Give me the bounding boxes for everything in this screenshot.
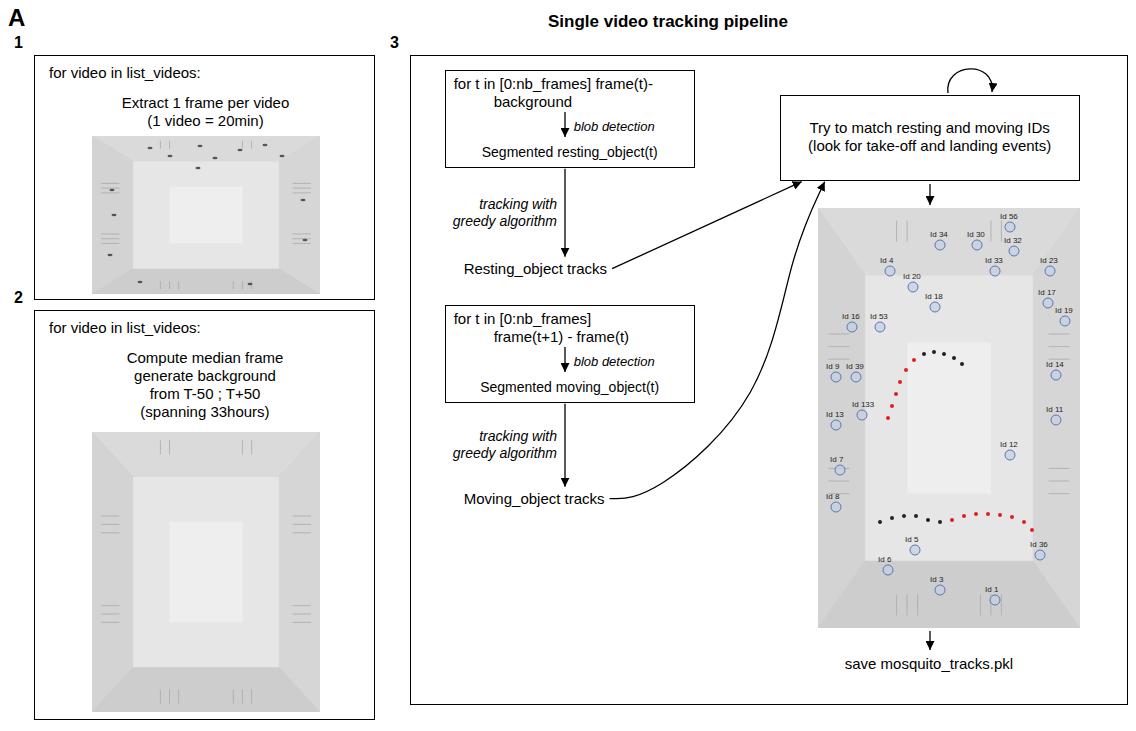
id-label: Id 30 xyxy=(967,230,985,240)
diagram-title: Single video tracking pipeline xyxy=(548,12,788,32)
loop-arrow xyxy=(948,69,992,93)
id-label: Id 33 xyxy=(985,256,1003,266)
id-label: Id 16 xyxy=(842,312,860,322)
output-file: save mosquito_tracks.pkl xyxy=(843,653,1015,675)
id-label: Id 3 xyxy=(930,575,943,585)
flow-arrow xyxy=(929,184,930,205)
id-label: Id 13 xyxy=(826,410,844,420)
edge-label: tracking with greedy algorithm xyxy=(442,428,557,462)
edge-label: tracking with greedy algorithm xyxy=(442,196,557,230)
step-label: blob detection xyxy=(574,118,655,136)
id-label: Id 53 xyxy=(870,312,888,322)
id-label: Id 5 xyxy=(905,535,918,545)
id-label: Id 6 xyxy=(878,555,891,565)
output-text: Segmented moving_object(t) xyxy=(446,378,694,396)
id-label: Id 11 xyxy=(1046,405,1063,415)
step-label: blob detection xyxy=(574,353,655,371)
id-label: Id 20 xyxy=(903,272,921,282)
background-image xyxy=(92,432,320,712)
output-text: save mosquito_tracks.pkl xyxy=(845,655,1013,673)
trajectory-black xyxy=(878,350,964,524)
id-label: Id 133 xyxy=(852,400,874,410)
figure-letter: A xyxy=(8,4,25,33)
step-text: Extract 1 frame per video (1 video = 20m… xyxy=(113,94,298,130)
id-label: Id 39 xyxy=(846,362,864,372)
flow-arrow xyxy=(612,182,802,269)
id-label: Id 4 xyxy=(880,256,893,266)
id-label: Id 36 xyxy=(1030,540,1048,550)
id-label: Id 34 xyxy=(930,230,948,240)
loop-text: for t in [0:nb_frames] frame(t+1) - fram… xyxy=(454,310,664,346)
id-label: Id 8 xyxy=(826,492,839,502)
flow-arrow xyxy=(610,182,825,499)
id-label: Id 56 xyxy=(1000,212,1018,222)
flow-arrow xyxy=(929,631,930,650)
id-label: Id 32 xyxy=(1004,236,1022,246)
output-text: Moving_object tracks xyxy=(464,490,605,508)
id-label: Id 19 xyxy=(1055,306,1073,316)
flow-arrow xyxy=(564,169,565,257)
mosquito-marks xyxy=(108,144,308,285)
id-label: Id 7 xyxy=(830,455,843,465)
process-box: Try to match resting and moving IDs (loo… xyxy=(780,95,1080,181)
step-panel: 1for video in list_videos:Extract 1 fram… xyxy=(34,55,375,300)
flow-arrow xyxy=(564,404,565,487)
track-output: Resting_object tracks xyxy=(462,258,609,280)
inner-arrow xyxy=(564,347,565,372)
id-label: Id 18 xyxy=(925,292,943,302)
mosquito-markers xyxy=(831,222,1070,605)
process-box: for t in [0:nb_frames] frame(t)-backgrou… xyxy=(445,70,695,168)
id-label: Id 14 xyxy=(1046,360,1064,370)
id-label: Id 1 xyxy=(985,585,998,595)
output-text: Resting_object tracks xyxy=(464,260,607,278)
loop-text: for t in [0:nb_frames] frame(t)-backgrou… xyxy=(454,75,664,111)
inner-arrow xyxy=(564,112,565,137)
cage-frame-image xyxy=(92,136,320,294)
panel-number: 1 xyxy=(14,34,23,52)
process-box: for t in [0:nb_frames] frame(t+1) - fram… xyxy=(445,305,695,403)
id-label: Id 17 xyxy=(1038,288,1056,298)
output-text: Segmented resting_object(t) xyxy=(446,143,694,161)
step-text: Compute median frame generate background… xyxy=(120,349,290,421)
track-output: Moving_object tracks xyxy=(462,488,607,510)
panel-number: 3 xyxy=(390,34,399,52)
process-text: Try to match resting and moving IDs (loo… xyxy=(788,119,1072,155)
id-label: Id 9 xyxy=(826,362,839,372)
step-panel: 2for video in list_videos:Compute median… xyxy=(34,310,375,720)
pipeline-panel: 3for t in [0:nb_frames] frame(t)-backgro… xyxy=(410,55,1128,705)
id-label: Id 12 xyxy=(1000,440,1018,450)
loop-text: for video in list_videos: xyxy=(49,64,201,82)
id-label: Id 23 xyxy=(1040,256,1058,266)
tracking-result-image xyxy=(818,208,1080,628)
loop-text: for video in list_videos: xyxy=(49,319,201,337)
panel-number: 2 xyxy=(14,289,23,307)
trajectory-red xyxy=(886,358,1034,532)
